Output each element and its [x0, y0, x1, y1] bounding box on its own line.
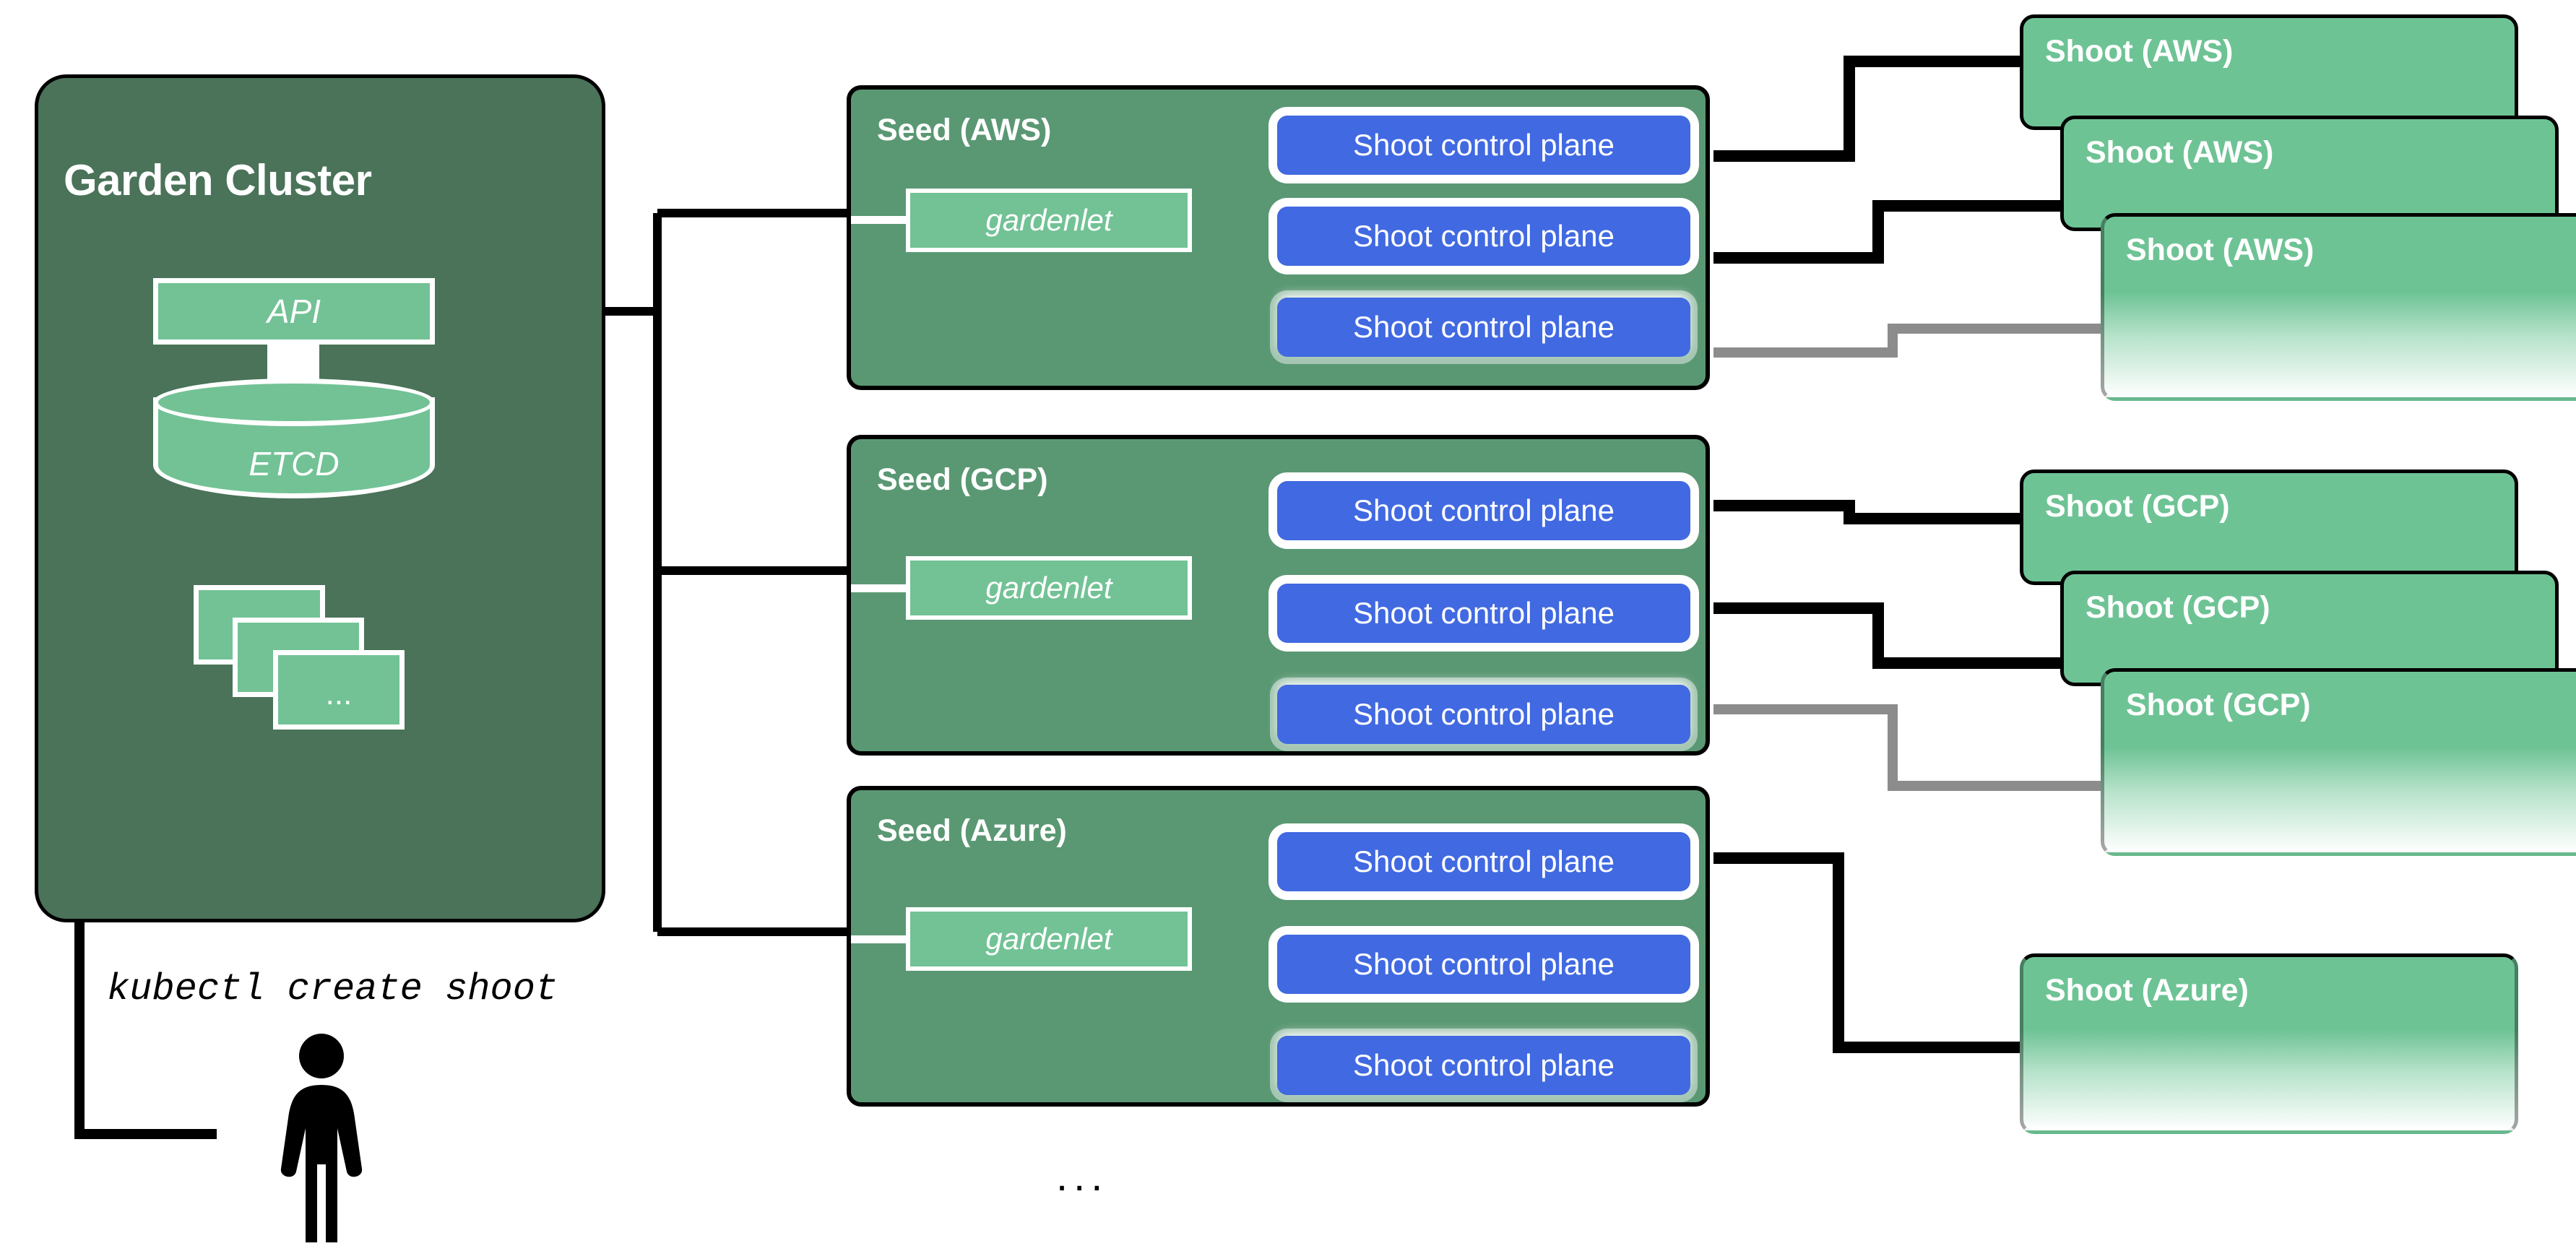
seed-title-aws: Seed (AWS) — [877, 113, 1052, 147]
person-icon — [280, 1034, 363, 1242]
shoot-card-label: Shoot (GCP) — [2126, 688, 2311, 722]
garden-cluster-box[interactable] — [35, 74, 605, 922]
shoot-control-plane-aws-3[interactable]: Shoot control plane — [1277, 298, 1690, 357]
shoot-card-aws-1[interactable]: Shoot (AWS) — [2020, 14, 2518, 130]
gardenlet-connector-aws — [851, 216, 907, 224]
shoot-card-azure-1[interactable]: Shoot (Azure) — [2020, 953, 2518, 1134]
seed-box-azure[interactable]: Seed (Azure) gardenlet Shoot control pla… — [847, 786, 1710, 1107]
shoot-card-aws-3[interactable]: Shoot (AWS) — [2101, 213, 2576, 401]
gardenlet-component-azure[interactable]: gardenlet — [906, 907, 1192, 971]
shoot-control-plane-azure-3[interactable]: Shoot control plane — [1277, 1036, 1690, 1095]
shoot-card-label: Shoot (AWS) — [2045, 34, 2234, 69]
shoot-card-label: Shoot (GCP) — [2045, 489, 2230, 524]
kubectl-command-label: kubectl create shoot — [107, 968, 558, 1011]
gardenlet-connector-azure — [851, 935, 907, 943]
seed-title-azure: Seed (Azure) — [877, 813, 1067, 848]
shoot-control-plane-azure-1[interactable]: Shoot control plane — [1277, 832, 1690, 891]
etcd-label: ETCD — [248, 445, 340, 483]
etcd-cylinder-top — [153, 378, 435, 426]
garden-cluster-title: Garden Cluster — [64, 156, 372, 204]
seed-title-gcp: Seed (GCP) — [877, 462, 1048, 497]
gardenlet-component-gcp[interactable]: gardenlet — [906, 556, 1192, 620]
gardenlet-component-aws[interactable]: gardenlet — [906, 189, 1192, 252]
shoot-control-plane-azure-2[interactable]: Shoot control plane — [1277, 935, 1690, 994]
gardenlet-connector-gcp — [851, 584, 907, 592]
shoot-control-plane-aws-1[interactable]: Shoot control plane — [1277, 116, 1690, 175]
seed-box-aws[interactable]: Seed (AWS) gardenlet Shoot control plane… — [847, 85, 1710, 390]
shoot-card-gcp-3[interactable]: Shoot (GCP) — [2101, 668, 2576, 856]
shoot-card-label: Shoot (GCP) — [2086, 590, 2270, 625]
shoot-card-label: Shoot (Azure) — [2045, 973, 2249, 1008]
shoot-card-gcp-2[interactable]: Shoot (GCP) — [2060, 571, 2559, 686]
garden-resource-card-ellipsis: ... — [273, 650, 405, 730]
shoot-card-label: Shoot (AWS) — [2126, 233, 2314, 267]
seed-box-gcp[interactable]: Seed (GCP) gardenlet Shoot control plane… — [847, 435, 1710, 756]
shoot-control-plane-aws-2[interactable]: Shoot control plane — [1277, 207, 1690, 266]
shoot-control-plane-gcp-2[interactable]: Shoot control plane — [1277, 584, 1690, 643]
api-component[interactable]: API — [153, 278, 435, 345]
shoot-card-gcp-1[interactable]: Shoot (GCP) — [2020, 470, 2518, 585]
more-seeds-ellipsis: ... — [1056, 1153, 1109, 1200]
shoot-control-plane-gcp-1[interactable]: Shoot control plane — [1277, 481, 1690, 540]
etcd-component[interactable]: ETCD — [153, 376, 435, 513]
shoot-control-plane-gcp-3[interactable]: Shoot control plane — [1277, 685, 1690, 744]
shoot-card-label: Shoot (AWS) — [2086, 135, 2274, 170]
